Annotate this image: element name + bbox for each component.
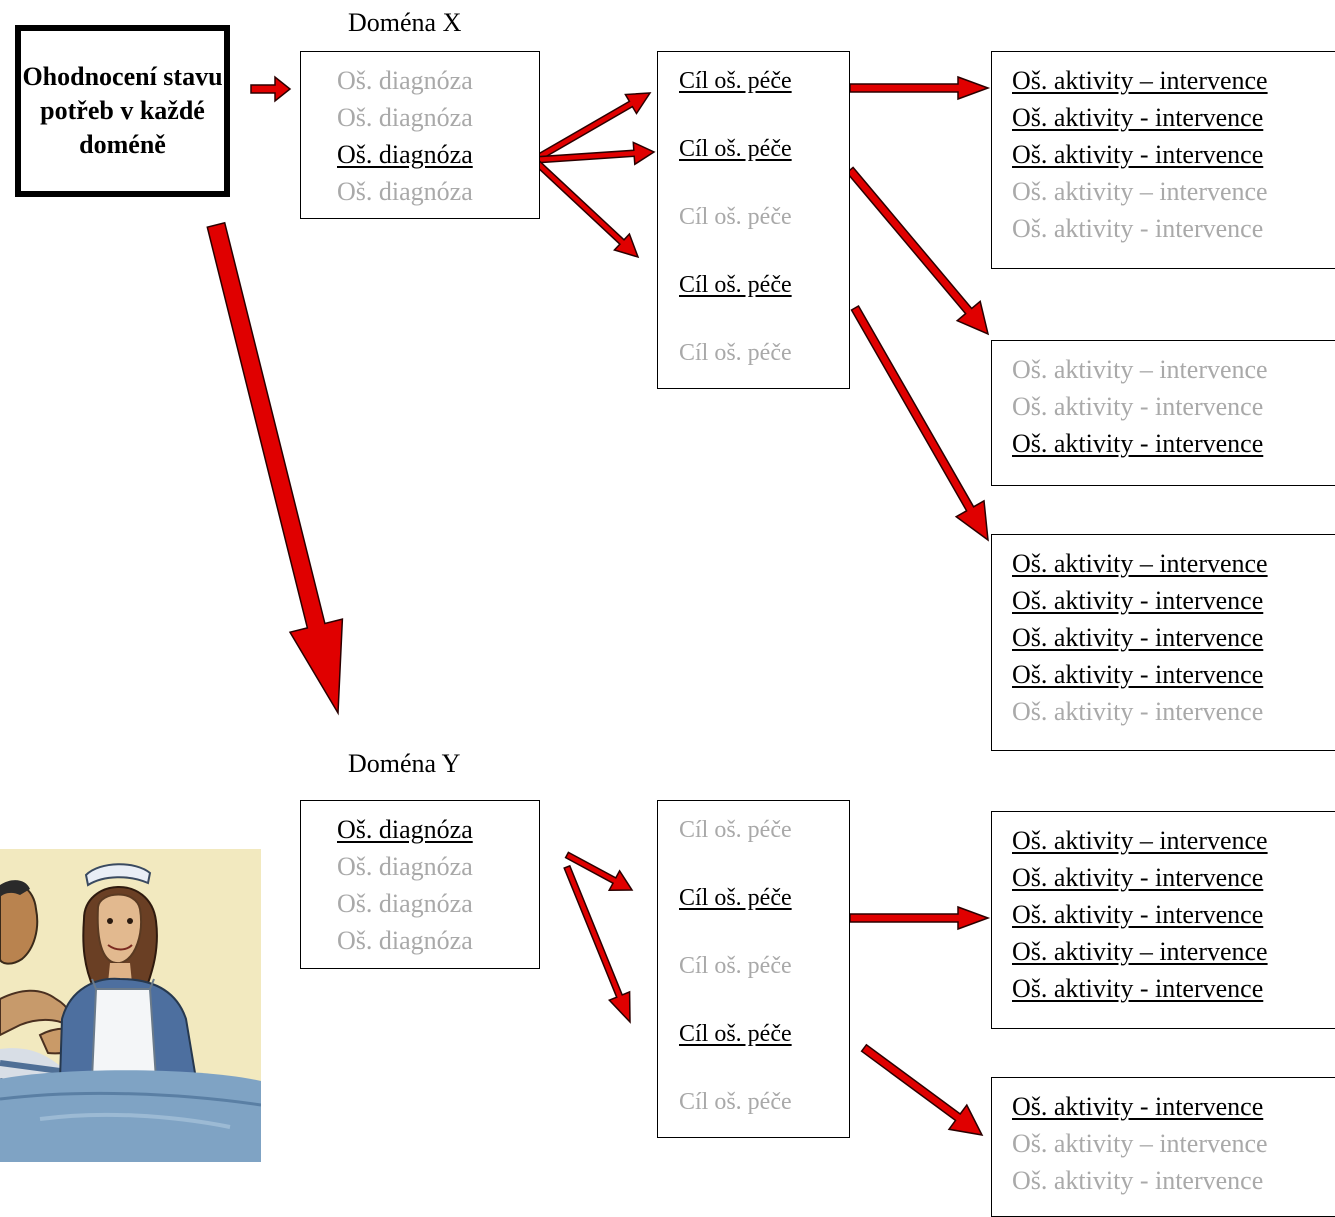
domain-y-interventions-box-1: Oš. aktivity – intervence Oš. aktivity -… xyxy=(991,811,1335,1029)
intervention-item: Oš. aktivity - intervence xyxy=(1012,1092,1264,1121)
goal-item: Cíl oš. péče xyxy=(679,272,792,298)
arrow-goal-2-to-interventions xyxy=(845,166,990,336)
arrow-y-diagnosis-to-goal-2 xyxy=(564,851,634,891)
goal-item: Cíl oš. péče xyxy=(679,953,792,979)
intervention-item: Oš. aktivity - intervence xyxy=(1012,392,1264,421)
goal-item: Cíl oš. péče xyxy=(679,817,792,843)
goal-item: Cíl oš. péče xyxy=(679,136,792,162)
diagnosis-item: Oš. diagnóza xyxy=(337,66,473,95)
intervention-item: Oš. aktivity - intervence xyxy=(1012,214,1264,243)
diagnosis-item: Oš. diagnóza xyxy=(337,926,473,955)
diagnosis-item: Oš. diagnóza xyxy=(337,140,473,169)
arrow-diagnosis-to-goal-4 xyxy=(530,156,640,259)
goal-item: Cíl oš. péče xyxy=(679,885,792,911)
intervention-item: Oš. aktivity – intervence xyxy=(1012,1129,1268,1158)
arrow-y-diagnosis-to-goal-4 xyxy=(563,864,631,1024)
intervention-item: Oš. aktivity - intervence xyxy=(1012,974,1264,1003)
domain-x-diagnosis-box: Oš. diagnóza Oš. diagnóza Oš. diagnóza O… xyxy=(300,51,540,219)
domain-x-interventions-box-2: Oš. aktivity – intervence Oš. aktivity -… xyxy=(991,340,1335,486)
arrow-y-goal-2-to-interventions xyxy=(849,905,991,931)
intervention-item: Oš. aktivity – intervence xyxy=(1012,66,1268,95)
diagnosis-item: Oš. diagnóza xyxy=(337,852,473,881)
goal-item: Cíl oš. péče xyxy=(679,204,792,230)
arrow-assessment-to-domain-x xyxy=(250,75,292,103)
intervention-item: Oš. aktivity - intervence xyxy=(1012,900,1264,929)
diagnosis-item: Oš. diagnóza xyxy=(337,177,473,206)
intervention-item: Oš. aktivity - intervence xyxy=(1012,140,1264,169)
intervention-item: Oš. aktivity - intervence xyxy=(1012,623,1264,652)
intervention-item: Oš. aktivity - intervence xyxy=(1012,1166,1264,1195)
needs-assessment-label: Ohodnocení stavu potřeb v každé doméně xyxy=(22,62,223,159)
arrow-diagnosis-to-goal-2 xyxy=(533,141,656,166)
diagnosis-item: Oš. diagnóza xyxy=(337,103,473,132)
intervention-item: Oš. aktivity – intervence xyxy=(1012,937,1268,966)
arrow-assessment-to-domain-y xyxy=(206,221,344,716)
intervention-item: Oš. aktivity - intervence xyxy=(1012,697,1264,726)
intervention-item: Oš. aktivity – intervence xyxy=(1012,177,1268,206)
domain-y-interventions-box-2: Oš. aktivity - intervence Oš. aktivity –… xyxy=(991,1077,1335,1217)
intervention-item: Oš. aktivity - intervence xyxy=(1012,863,1264,892)
arrow-goal-1-to-interventions xyxy=(849,75,991,101)
intervention-item: Oš. aktivity - intervence xyxy=(1012,586,1264,615)
domain-x-interventions-box-1: Oš. aktivity – intervence Oš. aktivity -… xyxy=(991,51,1335,269)
intervention-item: Oš. aktivity - intervence xyxy=(1012,429,1264,458)
domain-y-diagnosis-box: Oš. diagnóza Oš. diagnóza Oš. diagnóza O… xyxy=(300,800,540,969)
intervention-item: Oš. aktivity - intervence xyxy=(1012,103,1264,132)
intervention-item: Oš. aktivity – intervence xyxy=(1012,826,1268,855)
domain-x-goals-box: Cíl oš. péče Cíl oš. péče Cíl oš. péče C… xyxy=(657,51,850,389)
arrow-goal-4-to-interventions xyxy=(850,304,989,542)
domain-x-title: Doména X xyxy=(348,8,462,37)
domain-y-title: Doména Y xyxy=(348,749,461,778)
goal-item: Cíl oš. péče xyxy=(679,1089,792,1115)
intervention-item: Oš. aktivity – intervence xyxy=(1012,355,1268,384)
needs-assessment-box: Ohodnocení stavu potřeb v každé doméně xyxy=(15,25,230,197)
goal-item: Cíl oš. péče xyxy=(679,1021,792,1047)
goal-item: Cíl oš. péče xyxy=(679,340,792,366)
diagnosis-item: Oš. diagnóza xyxy=(337,815,473,844)
domain-x-interventions-box-3: Oš. aktivity – intervence Oš. aktivity -… xyxy=(991,534,1335,751)
arrow-y-goal-4-to-interventions xyxy=(860,1043,984,1136)
goal-item: Cíl oš. péče xyxy=(679,68,792,94)
domain-y-goals-box: Cíl oš. péče Cíl oš. péče Cíl oš. péče C… xyxy=(657,800,850,1138)
arrow-diagnosis-to-goal-1 xyxy=(531,92,652,164)
intervention-item: Oš. aktivity - intervence xyxy=(1012,660,1264,689)
intervention-item: Oš. aktivity – intervence xyxy=(1012,549,1268,578)
diagnosis-item: Oš. diagnóza xyxy=(337,889,473,918)
nurse-patient-illustration xyxy=(0,849,261,1162)
